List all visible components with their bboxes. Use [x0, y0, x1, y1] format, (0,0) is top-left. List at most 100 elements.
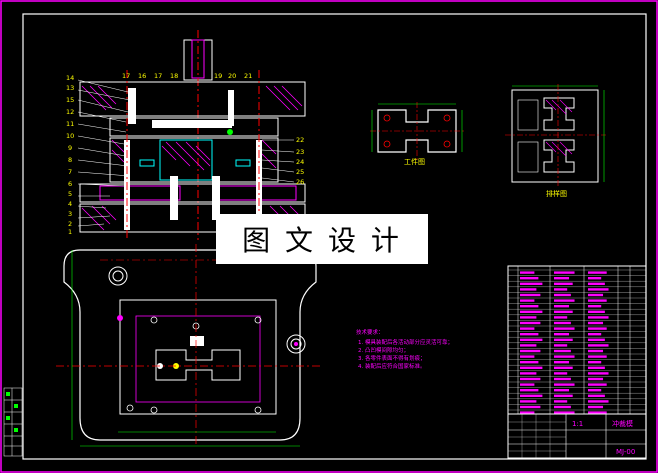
- bom-cell-mark: [554, 299, 575, 302]
- bom-cell-mark: [520, 383, 535, 386]
- strip-layout-label: 排样图: [546, 189, 567, 198]
- callout-right-3: 25: [296, 168, 304, 176]
- bom-cell-mark: [520, 277, 539, 280]
- callout-left-14: 1: [68, 228, 72, 236]
- callout-top-6: 21: [244, 72, 252, 80]
- callout-top-3: 18: [170, 72, 178, 80]
- callout-left-4: 11: [66, 120, 74, 128]
- bom-cell-mark: [588, 282, 605, 285]
- bom-cell-mark: [520, 366, 543, 369]
- bom-cell-mark: [520, 288, 537, 291]
- sheet-inner-frame: [22, 13, 647, 460]
- callout-left-8: 7: [68, 168, 72, 176]
- callout-left-10: 5: [68, 190, 72, 198]
- callout-top-0: 17: [122, 72, 130, 80]
- bom-cell-mark: [554, 293, 571, 297]
- bom-cell-mark: [588, 355, 607, 358]
- bom-cell-mark: [520, 389, 539, 392]
- title-block-name: 冲裁模: [612, 419, 633, 428]
- bom-cell-mark: [520, 394, 543, 397]
- callout-top-1: 16: [138, 72, 146, 80]
- bom-cell-mark: [588, 349, 604, 353]
- section-view: 14 13 15 12 11 10 9 8 7 6 5 4 3 2 1 17 1…: [66, 30, 306, 240]
- bom-cell-mark: [588, 316, 609, 319]
- callout-right-2: 24: [296, 158, 304, 166]
- bom-cell-mark: [588, 310, 605, 313]
- bom-cell-mark: [520, 271, 535, 274]
- bom-cell-mark: [588, 394, 605, 397]
- bom-cell-mark: [520, 344, 537, 347]
- die-plate: [79, 183, 306, 203]
- bom-cell-mark: [520, 305, 539, 308]
- punch-right: [228, 90, 234, 126]
- callout-left-13: 2: [68, 220, 72, 228]
- bom-cell-mark: [588, 293, 604, 297]
- bom-cell-mark: [554, 383, 575, 386]
- bom-cell-mark: [588, 321, 604, 325]
- tech-req-title: 技术要求：: [356, 328, 384, 336]
- bom-cell-mark: [588, 366, 605, 369]
- callout-left-1: 13: [66, 84, 74, 92]
- callout-left-0: 14: [66, 74, 74, 82]
- technical-requirements: 技术要求： 1. 模具装配后各活动部分应灵活可靠； 2. 凸凹模间隙均匀； 3.…: [356, 328, 453, 370]
- callout-right-0: 22: [296, 136, 304, 144]
- bom-cell-mark: [554, 400, 568, 403]
- margin-block: [3, 387, 23, 457]
- bom-cell-mark: [588, 405, 604, 409]
- bom-cell-mark: [588, 288, 609, 291]
- bom-cell-mark: [520, 400, 537, 403]
- bom-cell-mark: [588, 338, 605, 341]
- bom-cell-mark: [554, 282, 573, 285]
- bom-cell-mark: [520, 333, 539, 336]
- bom-cell-mark: [554, 361, 570, 364]
- bom-cell-mark: [520, 355, 535, 358]
- strip-outline: [511, 89, 599, 183]
- punch-left: [128, 88, 136, 124]
- die-block: [119, 299, 277, 415]
- bom-cell-mark: [588, 411, 607, 414]
- die-opening: [155, 349, 241, 381]
- watermark-text: 图 文 设 计: [242, 224, 402, 257]
- callout-left-12: 3: [68, 210, 72, 218]
- callout-right-1: 23: [296, 148, 304, 156]
- watermark: 图 文 设 计: [216, 214, 428, 264]
- bom-cell-mark: [554, 305, 570, 308]
- bom-cell-mark: [520, 327, 535, 330]
- stripper-plate: [109, 137, 279, 183]
- callout-top-5: 20: [228, 72, 236, 80]
- bom-cell-mark: [554, 321, 571, 325]
- upper-die-plate: [79, 81, 306, 117]
- bom-cell-mark: [520, 282, 543, 285]
- bom-cell-mark: [554, 344, 568, 347]
- bom-cell-mark: [588, 389, 602, 392]
- bom-cell-mark: [554, 405, 571, 409]
- callout-top-2: 17: [154, 72, 162, 80]
- bom-cell-mark: [554, 316, 568, 319]
- bom-cell-mark: [520, 338, 543, 341]
- bom-cell-mark: [520, 372, 537, 375]
- strip-layout-drawing: 排样图: [505, 84, 606, 198]
- bom-cell-mark: [520, 316, 537, 319]
- bom-cell-mark: [520, 411, 535, 414]
- product-drawing-label: 工件图: [404, 157, 425, 166]
- bom-cell-mark: [520, 349, 541, 353]
- bom-cell-mark: [554, 349, 571, 353]
- callout-left-11: 4: [68, 200, 72, 208]
- callout-left-6: 9: [68, 144, 72, 152]
- bom-cell-mark: [554, 288, 568, 291]
- strip-part-bottom: [543, 139, 575, 173]
- callout-left-2: 15: [66, 96, 74, 104]
- bom-cell-mark: [554, 389, 570, 392]
- bom-cell-mark: [554, 394, 573, 397]
- title-block: 1:1 冲裁模 MJ-00: [507, 413, 647, 459]
- lower-die-outline: [63, 249, 317, 441]
- tech-req-item-0: 1. 模具装配后各活动部分应灵活可靠；: [358, 338, 453, 346]
- callout-left-5: 10: [66, 132, 74, 140]
- bom-cell-mark: [588, 361, 602, 364]
- bom-cell-mark: [554, 327, 575, 330]
- bom-cell-mark: [554, 310, 573, 313]
- bom-cell-mark: [554, 271, 575, 274]
- bom-cell-mark: [588, 277, 602, 280]
